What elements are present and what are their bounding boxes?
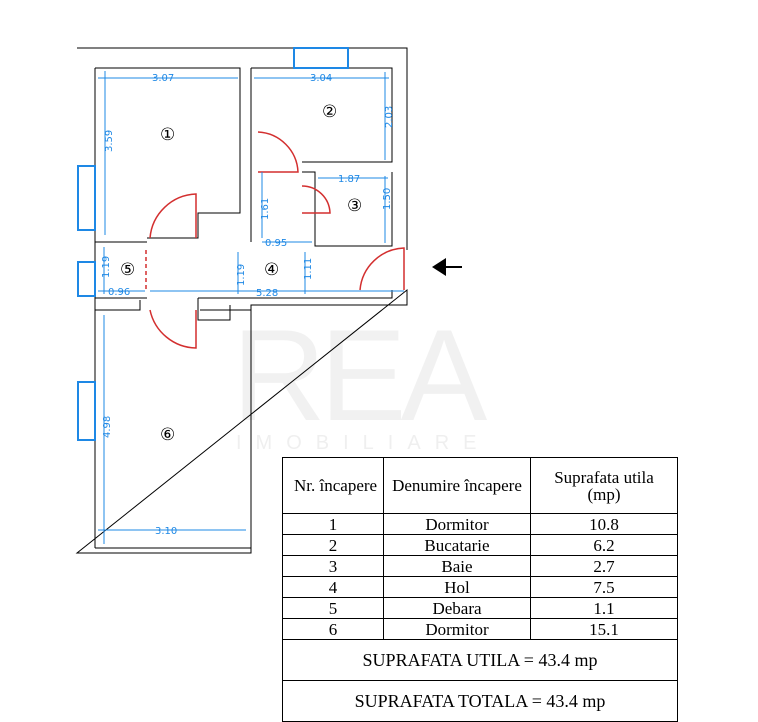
- rooms-table: Nr. încapere Denumire încapere Suprafata…: [282, 457, 678, 722]
- room-number-6: ⑥: [160, 425, 175, 445]
- total-totala: SUPRAFATA TOTALA = 43.4 mp: [282, 680, 678, 722]
- entrance-arrow-icon: [432, 258, 462, 276]
- dim-r5-height: 1.19: [101, 256, 112, 278]
- dim-r2-width: 3.04: [310, 73, 332, 84]
- window-kitchen: [293, 47, 349, 69]
- dim-r6-width: 3.10: [155, 526, 177, 537]
- total-totala-row: SUPRAFATA TOTALA = 43.4 mp: [282, 680, 678, 722]
- header-nr: Nr. încapere: [282, 457, 384, 514]
- dim-hall-161: 1.61: [260, 198, 271, 220]
- door-room6: [149, 309, 197, 349]
- room-number-2: ②: [322, 102, 337, 122]
- dim-hall-095: 0.95: [265, 238, 287, 249]
- door-room1: [149, 193, 197, 239]
- dim-r1-height: 3.59: [104, 130, 115, 152]
- door-bath: [301, 185, 331, 214]
- window-room6: [77, 381, 96, 441]
- room-number-3: ③: [347, 196, 362, 216]
- walls: [75, 47, 408, 554]
- total-utila: SUPRAFATA UTILA = 43.4 mp: [282, 639, 678, 681]
- dimension-labels: 3.07 3.59 3.04 2.03 1.87 1.50 1.61 0.95 …: [101, 73, 395, 537]
- watermark-brand: REA: [232, 302, 488, 448]
- room-number-4: ④: [264, 260, 279, 280]
- doors: [145, 131, 405, 349]
- dim-r6-height: 4.98: [102, 416, 113, 438]
- windows: [77, 47, 349, 441]
- watermark: REA IMOBILIARE: [232, 302, 494, 454]
- total-utila-row: SUPRAFATA UTILA = 43.4 mp: [282, 639, 678, 681]
- dimension-lines: [98, 71, 404, 544]
- door-entrance: [359, 247, 405, 291]
- dim-hall-111: 1.11: [303, 258, 314, 280]
- dim-hall-119: 1.19: [236, 264, 247, 286]
- room-number-1: ①: [160, 125, 175, 145]
- dim-r5-width: 0.96: [108, 287, 130, 298]
- dim-hall-528: 5.28: [256, 288, 278, 299]
- dim-r2-height: 2.03: [384, 106, 395, 128]
- dim-r3-width: 1.87: [338, 174, 360, 185]
- room-numbers: ① ② ③ ④ ⑤ ⑥: [120, 102, 362, 445]
- header-name: Denumire încapere: [383, 457, 531, 514]
- table-clip: [730, 440, 758, 720]
- room-number-5: ⑤: [120, 260, 135, 280]
- door-kitchen: [257, 131, 299, 173]
- window-room5: [77, 261, 96, 297]
- table-header-row: Nr. încapere Denumire încapere Suprafata…: [282, 457, 678, 514]
- dim-r1-width: 3.07: [152, 73, 174, 84]
- window-room1: [77, 165, 96, 231]
- watermark-sub: IMOBILIARE: [236, 432, 490, 454]
- header-area: Suprafata utila (mp): [530, 457, 678, 514]
- dim-r3-height: 1.50: [382, 188, 393, 210]
